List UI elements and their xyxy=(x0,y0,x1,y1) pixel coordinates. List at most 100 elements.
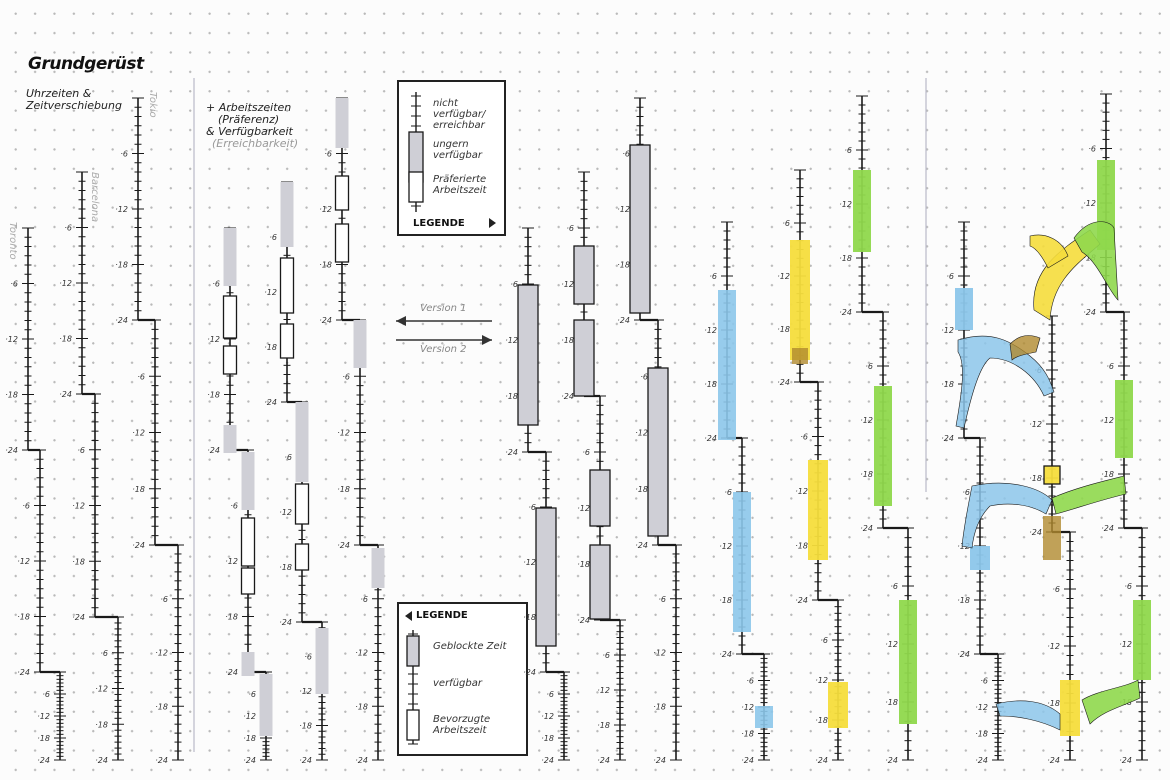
toronto-v1-day1-tick-label: ·6 xyxy=(528,503,536,512)
grey-block-4 xyxy=(259,674,273,736)
combo-a-day0-tick-label: ·12 xyxy=(941,326,954,335)
ribbon-green-2 xyxy=(1051,475,1127,515)
tokio-v0-day0-tick-label: ·6 xyxy=(324,150,332,159)
barcelona-v2-day2-tick-label: ·24 xyxy=(815,756,828,765)
combo-b-day0-tick-label: ·24 xyxy=(1029,528,1042,537)
combo-c-day0-tick-label: ·6 xyxy=(1088,145,1096,154)
toronto-v2-day0-tick-label: ·12 xyxy=(704,326,717,335)
grey-bar-2 xyxy=(573,245,595,305)
combo-b-day0-tick-label: ·18 xyxy=(1029,474,1042,483)
tokio-skel-day0-tick-label: ·24 xyxy=(115,316,128,325)
toronto-v2-day1-tick-label: ·18 xyxy=(719,596,732,605)
arrow-left-icon xyxy=(396,316,406,326)
preferred-box-7 xyxy=(294,543,310,571)
barcelona-v2-day0-tick-label: ·18 xyxy=(777,325,790,334)
tokio-skel-day1-tick-label: ·6 xyxy=(137,372,145,381)
combo-a-day0-tick-label: ·6 xyxy=(946,272,954,281)
barcelona-v2-day1-tick-label: ·12 xyxy=(795,487,808,496)
toronto-v2-day2-tick-label: ·12 xyxy=(741,703,754,712)
tokio-v1-day1-tick-label: ·18 xyxy=(635,485,648,494)
barcelona-v2-day0-tick-label: ·12 xyxy=(777,272,790,281)
legend-bottom-head: LEGENDE xyxy=(416,610,468,621)
toronto-skel-day0-tick-label: ·12 xyxy=(5,335,18,344)
tokio-v0-day2-tick-label: ·18 xyxy=(355,702,368,711)
toronto-v1-day1-tick-label: ·12 xyxy=(523,558,536,567)
grey-block-11 xyxy=(371,548,385,588)
barcelona-v1-day2-tick-label: ·18 xyxy=(597,721,610,730)
toronto-v2-day0-tick-label: ·24 xyxy=(704,434,717,443)
arrow-right-icon xyxy=(482,335,492,345)
barcelona-skel-day0-tick-label: ·18 xyxy=(59,335,72,344)
tokio-v0-day0-tick-label: ·18 xyxy=(319,261,332,270)
tokio-v1-day1-tick-label: ·6 xyxy=(640,372,648,381)
legend-bottom-item-available: verfügbar xyxy=(433,678,482,689)
tokio-v1-day2-tick-label: ·12 xyxy=(653,649,666,658)
barcelona-skel-day1-tick-label: ·6 xyxy=(77,446,85,455)
toronto-v1-day0-tick-label: ·24 xyxy=(505,448,518,457)
combo-c-day0-tick-label: ·24 xyxy=(1083,308,1096,317)
toronto-v2-day1-tick-label: ·6 xyxy=(724,488,732,497)
barcelona-v2-day1-tick-label: ·18 xyxy=(795,542,808,551)
combo-a-day0-tick-label: ·18 xyxy=(941,380,954,389)
toronto-v2-day0-tick-label: ·18 xyxy=(704,380,717,389)
combo-a-day2-tick-label: ·18 xyxy=(975,730,988,739)
toronto-v0-day0-tick-label: ·12 xyxy=(207,335,220,344)
barcelona-v1-day2-tick-label: ·24 xyxy=(597,756,610,765)
tokio-v1-day2-tick-label: ·18 xyxy=(653,702,666,711)
combo-b-day0-tick-label: ·12 xyxy=(1029,420,1042,429)
toronto-v2-day1-tick-label: ·24 xyxy=(719,650,732,659)
tokio-v1-day2-tick-label: ·6 xyxy=(658,595,666,604)
tokio-v0-day2-tick-label: ·12 xyxy=(355,649,368,658)
toronto-skel-day0-tick-label: ·6 xyxy=(10,280,18,289)
legend-top-item-preferred: Präferierte Arbeitszeit xyxy=(433,174,487,196)
legend-bottom-item-preferred: Bevorzugte Arbeitszeit xyxy=(433,714,491,736)
tokio-skel-day2-tick-label: ·24 xyxy=(155,756,168,765)
combo-c-day0-tick-label: ·12 xyxy=(1083,199,1096,208)
tokio-v1-day0-tick-label: ·18 xyxy=(617,261,630,270)
toronto-skel-day2-tick-label: ·12 xyxy=(37,712,50,721)
tokio-v2-day2-tick-label: ·18 xyxy=(885,698,898,707)
tokio-v0-day0-tick-label: ·24 xyxy=(319,316,332,325)
tokio-skel-day1-tick-label: ·12 xyxy=(132,429,145,438)
grey-bar-3 xyxy=(573,319,595,397)
barcelona-v1-day0-tick-label: ·6 xyxy=(566,224,574,233)
toronto-v0-day1-tick-label: ·24 xyxy=(225,668,238,677)
brown-block-0 xyxy=(792,348,808,364)
grey-bar-4 xyxy=(589,469,611,527)
barcelona-v0-day1-tick-label: ·6 xyxy=(284,453,292,462)
grey-bar-0 xyxy=(517,284,539,426)
yellow-block-2 xyxy=(828,682,848,728)
preferred-box-2 xyxy=(240,517,256,567)
barcelona-skel-day1-tick-label: ·12 xyxy=(72,502,85,511)
tokio-skel-day0-tick-label: ·12 xyxy=(115,205,128,214)
barcelona-skel-day1-tick-label: ·18 xyxy=(72,557,85,566)
tokio-skel-day2-tick-label: ·6 xyxy=(160,595,168,604)
toronto-v1-day0-tick-label: ·6 xyxy=(510,280,518,289)
note-line-2: (Präferenz) xyxy=(218,113,280,126)
blue-block-1 xyxy=(733,492,751,632)
preferred-box-0 xyxy=(222,295,238,339)
combo-blue-2 xyxy=(970,546,990,570)
toronto-skel-day1-tick-label: ·6 xyxy=(22,502,30,511)
grey-block-3 xyxy=(241,652,255,676)
tokio-v2-day0-tick-label: ·24 xyxy=(839,308,852,317)
toronto-skel-day2-tick-label: ·24 xyxy=(37,756,50,765)
tokio-v0-day0-tick-label: ·12 xyxy=(319,205,332,214)
combo-a-day0-tick-label: ·24 xyxy=(941,434,954,443)
legend-top-item-unavailable: nicht verfügbar/ erreichbar xyxy=(433,98,486,131)
preferred-box-3 xyxy=(240,567,256,595)
legend-top-swatch-box xyxy=(408,171,424,203)
toronto-v0-day1-tick-label: ·18 xyxy=(225,613,238,622)
toronto-v2-day2-tick-label: ·18 xyxy=(741,730,754,739)
blue-block-0 xyxy=(718,290,736,440)
grey-bar-5 xyxy=(589,544,611,620)
tokio-skel-day1-tick-label: ·18 xyxy=(132,485,145,494)
subtitle-note: Uhrzeiten & Zeitverschiebung xyxy=(26,87,122,112)
tokio-v1-day2-tick-label: ·24 xyxy=(653,756,666,765)
combo-blue-1 xyxy=(955,288,973,330)
tokio-v2-day2-tick-label: ·6 xyxy=(890,582,898,591)
preferred-box-4 xyxy=(279,257,295,314)
combo-yellow-1 xyxy=(1043,465,1061,485)
